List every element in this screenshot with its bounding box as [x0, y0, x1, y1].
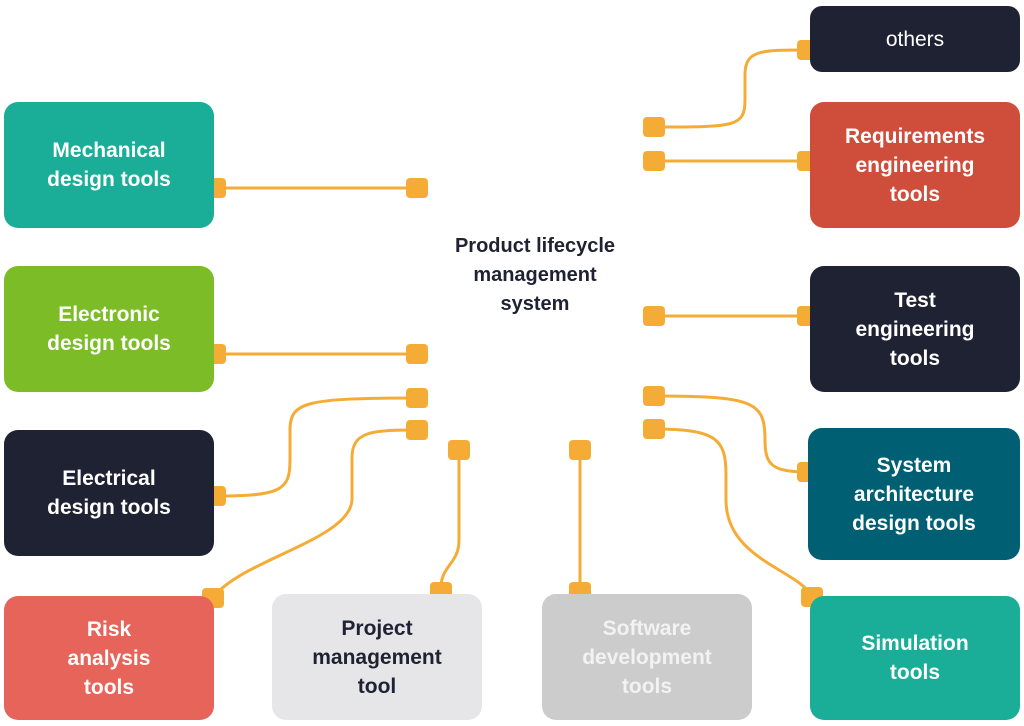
port-risk-center: [406, 420, 428, 440]
port-requirements-center: [643, 151, 665, 171]
node-test[interactable]: Test engineering tools: [810, 266, 1020, 392]
node-system-architecture[interactable]: System architecture design tools: [808, 428, 1020, 560]
port-electronic-center: [406, 344, 428, 364]
port-others-center: [643, 117, 665, 137]
node-simulation[interactable]: Simulation tools: [810, 596, 1020, 720]
port-mechanical-center: [406, 178, 428, 198]
node-electronic[interactable]: Electronic design tools: [4, 266, 214, 392]
node-electrical[interactable]: Electrical design tools: [4, 430, 214, 556]
port-project-center: [448, 440, 470, 460]
port-simulation-center: [643, 419, 665, 439]
connector-simulation: [652, 427, 814, 599]
connector-project: [439, 448, 461, 592]
connector-risk: [211, 428, 419, 600]
node-risk[interactable]: Risk analysis tools: [4, 596, 214, 720]
port-test-center: [643, 306, 665, 326]
node-software[interactable]: Software development tools: [542, 594, 752, 720]
connector-electrical: [213, 396, 419, 498]
connector-system-architecture: [652, 394, 810, 474]
node-mechanical[interactable]: Mechanical design tools: [4, 102, 214, 228]
port-electrical-center: [406, 388, 428, 408]
node-project[interactable]: Project management tool: [272, 594, 482, 720]
center-label: Product lifecycle management system: [454, 235, 616, 315]
port-software-center: [569, 440, 591, 460]
node-others[interactable]: others: [810, 6, 1020, 72]
port-system-architecture-center: [643, 386, 665, 406]
node-requirements[interactable]: Requirements engineering tools: [810, 102, 1020, 228]
connector-others: [652, 48, 810, 129]
